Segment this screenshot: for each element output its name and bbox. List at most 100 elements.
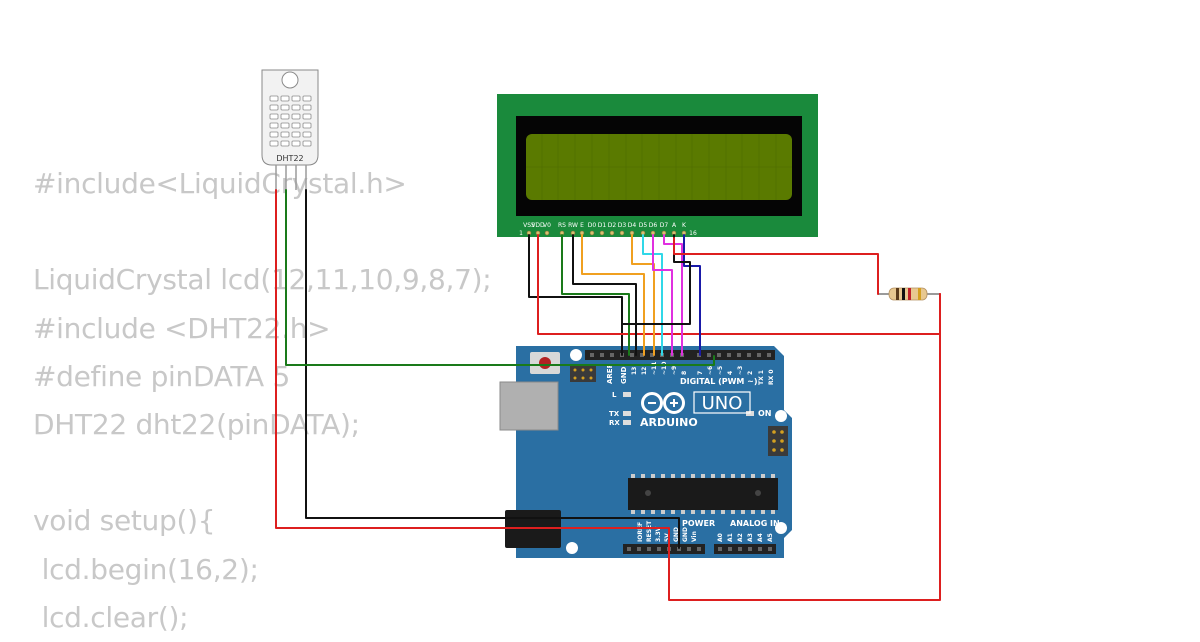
dht22-grille xyxy=(269,95,312,147)
wire-lcd-k[interactable] xyxy=(683,234,701,356)
code-line: DHT22 dht22(pinDATA); xyxy=(33,407,360,441)
lcd-pin-label: A xyxy=(672,222,677,229)
lcd-pin-label: V0 xyxy=(543,222,551,229)
power-pin-label: 3.3V xyxy=(655,526,662,542)
digital-pin-label: ~3 xyxy=(737,366,744,375)
icsp-header-right xyxy=(768,426,788,456)
code-line: #include <DHT22.h> xyxy=(33,311,331,345)
lcd-pin-label: D7 xyxy=(660,222,669,229)
wire-dht-data[interactable] xyxy=(285,189,715,366)
microcontroller-chip xyxy=(628,474,778,514)
resistor[interactable] xyxy=(878,287,940,301)
lcd-display[interactable]: VSS VDD V0 RS RW E D0 D1 D2 D3 D4 D5 D6 … xyxy=(497,94,818,237)
code-line: lcd.begin(16,2); xyxy=(33,552,259,586)
power-header-label: POWER xyxy=(682,519,715,528)
power-header xyxy=(623,544,705,554)
tx-led-label: TX xyxy=(609,410,620,418)
brand-label: ARDUINO xyxy=(640,416,698,429)
digital-pin-label: 4 xyxy=(727,371,734,375)
power-pin-label: Vin xyxy=(691,531,698,542)
mount-hole xyxy=(570,349,582,361)
l-led xyxy=(623,392,631,397)
lcd-pin-label: D3 xyxy=(618,222,627,229)
rx-led xyxy=(623,420,631,425)
power-pin-label: 5V xyxy=(664,533,671,542)
arduino-uno-board[interactable]: AREF GND 13 12 ~11 ~10 ~9 8 7 ~6 ~5 4 ~3… xyxy=(499,346,792,558)
lcd-pin-label: D4 xyxy=(628,222,637,229)
wire-lcd-a[interactable] xyxy=(673,237,879,295)
dht22-leads xyxy=(275,165,307,190)
digital-pin-label: ~9 xyxy=(671,366,678,375)
wire-lcd-e[interactable] xyxy=(581,234,645,356)
wire-lcd-d4[interactable] xyxy=(631,234,655,356)
analog-pin-label: A2 xyxy=(737,533,744,542)
gnd-label: GND xyxy=(620,366,628,384)
digital-pin-label: 8 xyxy=(681,371,688,375)
digital-pin-label: TX 1 xyxy=(758,370,765,385)
wire-lcd-rw[interactable] xyxy=(572,234,637,356)
dht22-sensor[interactable]: DHT22 xyxy=(261,69,319,190)
code-line: lcd.clear(); xyxy=(33,600,189,634)
lcd-pin-label: D6 xyxy=(649,222,658,229)
wire-lcd-d6[interactable] xyxy=(652,234,673,356)
lcd-pin-label: RW xyxy=(568,222,578,229)
digital-pin-label: 13 xyxy=(631,367,638,375)
digital-pin-label: 2 xyxy=(747,371,754,375)
wire-dht-vcc[interactable] xyxy=(275,189,670,549)
lcd-pin-label: RS xyxy=(558,222,566,229)
analog-header-label: ANALOG IN xyxy=(730,519,780,528)
code-overlay: #include<LiquidCrystal.h>LiquidCrystal l… xyxy=(33,160,492,642)
power-pin-labels: IOREF RESET 3.3V 5V GND GND Vin xyxy=(637,520,698,542)
lcd-pin-number-last: 16 xyxy=(689,230,697,237)
digital-pin-label: ~10 xyxy=(661,362,668,375)
wire-dht-gnd[interactable] xyxy=(305,189,680,549)
analog-pin-label: A0 xyxy=(717,533,724,542)
rx-led-label: RX xyxy=(609,419,620,427)
wires xyxy=(275,189,941,601)
digital-header-label: DIGITAL (PWM ~) xyxy=(680,377,758,386)
analog-pin-label: A3 xyxy=(747,533,754,542)
wire-lcd-vss[interactable] xyxy=(528,234,623,356)
digital-pin-labels: 13 12 ~11 ~10 ~9 8 7 ~6 ~5 4 ~3 2 TX 1 R… xyxy=(631,362,775,385)
digital-pin-label: 7 xyxy=(697,371,704,375)
uno-box xyxy=(693,391,751,414)
on-led-label: ON xyxy=(758,409,772,418)
power-pin-label: IOREF xyxy=(637,522,644,542)
icsp-header-small xyxy=(570,366,596,382)
lcd-cell-grid xyxy=(526,134,792,200)
arduino-logo-icon xyxy=(641,392,685,414)
power-pin-label: GND xyxy=(682,527,689,542)
digital-pin-label: ~11 xyxy=(651,362,658,375)
mount-hole xyxy=(566,542,578,554)
dht22-label: DHT22 xyxy=(276,154,303,163)
wire-resistor-5v[interactable] xyxy=(668,293,941,601)
lcd-pin-label: D2 xyxy=(608,222,617,229)
lcd-pin-label: D5 xyxy=(639,222,648,229)
analog-pin-label: A5 xyxy=(767,533,774,542)
l-led-label: L xyxy=(612,391,617,399)
lcd-pin-number-first: 1 xyxy=(519,230,523,237)
lcd-pin-label: K xyxy=(682,222,687,229)
analog-header xyxy=(714,544,776,554)
tx-led xyxy=(623,411,631,416)
lcd-pin-label: E xyxy=(580,222,584,229)
analog-pin-labels: A0 A1 A2 A3 A4 A5 xyxy=(717,533,774,542)
power-pin-label: RESET xyxy=(646,520,653,542)
analog-pin-label: A1 xyxy=(727,533,734,542)
digital-pin-label: RX 0 xyxy=(768,369,775,385)
power-pin-label: GND xyxy=(673,527,680,542)
board-model-label: UNO xyxy=(702,393,743,414)
code-line: void setup(){ xyxy=(33,504,216,538)
code-line: #include<LiquidCrystal.h> xyxy=(33,167,407,200)
reset-button[interactable] xyxy=(530,352,560,374)
digital-pin-label: ~5 xyxy=(717,366,724,375)
usb-connector xyxy=(499,381,559,431)
lcd-pin-label: D0 xyxy=(588,222,597,229)
mount-hole xyxy=(775,410,787,422)
digital-pin-label: ~6 xyxy=(707,366,714,375)
aref-label: AREF xyxy=(606,363,614,384)
lcd-pin-labels: VSS VDD V0 RS RW E D0 D1 D2 D3 D4 D5 D6 … xyxy=(519,222,697,237)
mount-hole xyxy=(775,522,787,534)
lcd-pin-pads xyxy=(526,230,687,236)
